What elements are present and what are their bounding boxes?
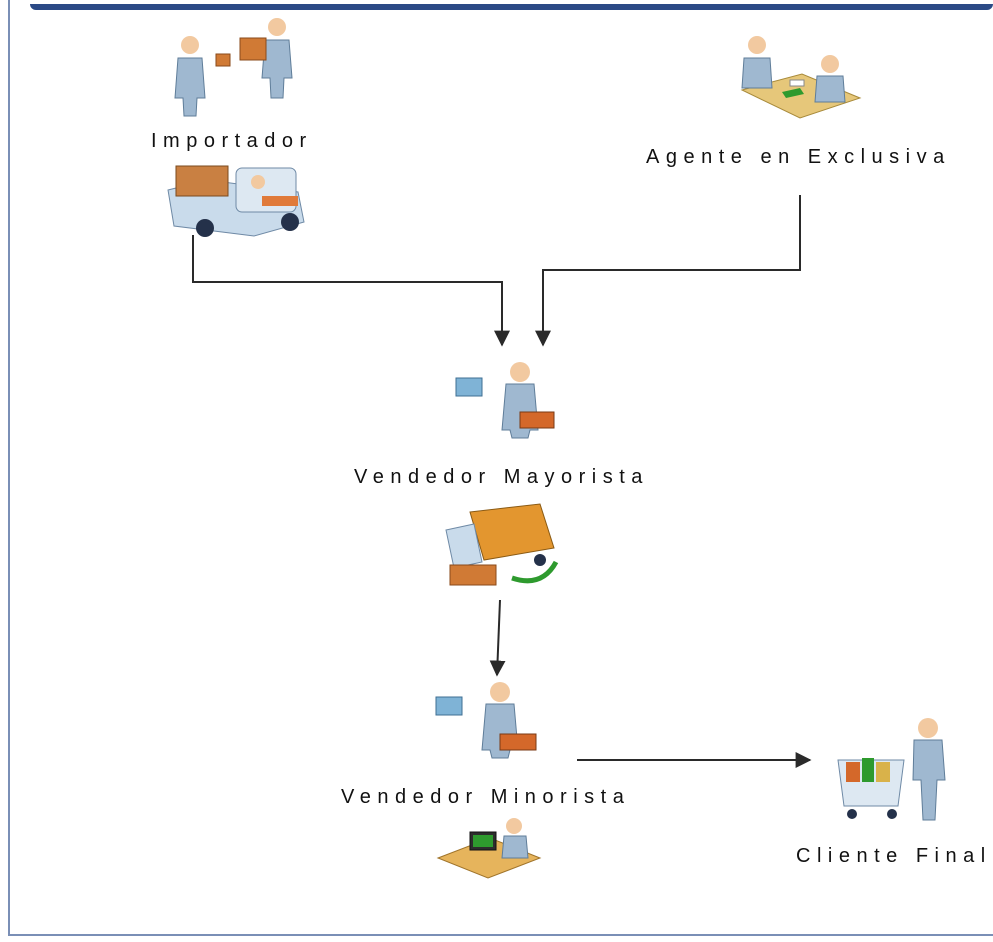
salesperson-icon	[455, 362, 555, 439]
frame-top-border	[30, 4, 993, 10]
computer-desk-icon	[436, 818, 542, 879]
frame-bottom-border	[8, 934, 993, 936]
salesperson-icon-2	[435, 682, 537, 759]
cliente-label: Cliente Final	[796, 845, 992, 867]
minorista-label: Vendedor Minorista	[341, 786, 631, 808]
forklift-icon	[167, 165, 305, 237]
frame-left-border	[8, 0, 10, 936]
delivery-truck-icon	[445, 503, 559, 586]
people-exchanging-box-icon	[174, 18, 293, 117]
connector-importador-mayorista	[192, 235, 510, 347]
connector-mayorista-minorista	[489, 599, 506, 677]
importador-label: Importador	[151, 130, 313, 152]
mayorista-label: Vendedor Mayorista	[354, 466, 649, 488]
agente-label: Agente en Exclusiva	[646, 146, 951, 168]
connectors	[192, 195, 812, 768]
connector-agente-mayorista	[535, 195, 801, 347]
meeting-at-desk-icon	[740, 36, 862, 119]
shopping-cart-icon	[837, 718, 946, 821]
